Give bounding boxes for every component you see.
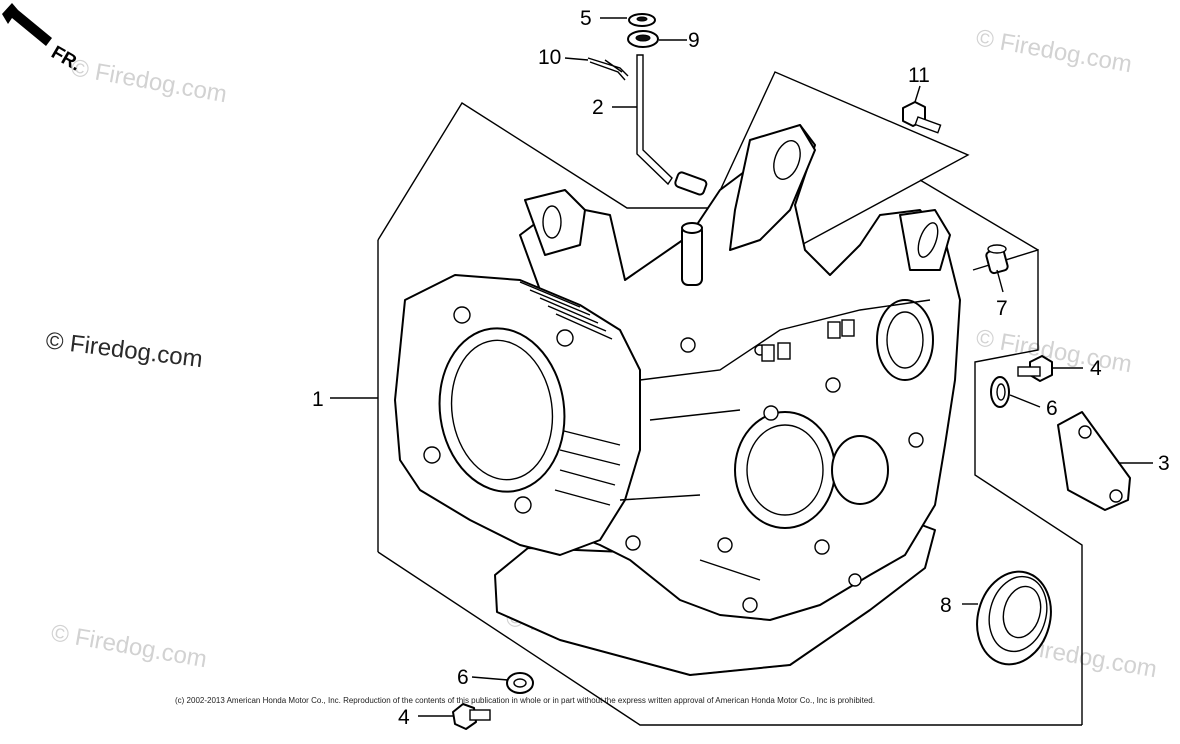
callout-8: 8 [940,594,952,617]
crankcase-cylinder-block [394,124,961,676]
callout-9: 9 [688,29,700,52]
part-5-washer [628,13,656,27]
callout-4-bottom: 4 [398,706,410,729]
part-9-seal [627,30,659,48]
watermark-top-right: © Firedog.com [974,24,1134,78]
part-11-bolt [902,101,942,134]
callout-4-right: 4 [1090,357,1102,380]
part-8-oil-seal [976,570,1052,666]
part-6-washer-bottom [506,672,534,694]
copyright-notice: (c) 2002-2013 American Honda Motor Co., … [175,696,875,705]
part-4-bolt-right [1017,355,1053,382]
part-6-washer-right [990,376,1010,408]
leader-lines [330,17,1153,717]
watermark-bottom-left: © Firedog.com [49,619,209,673]
callout-5: 5 [580,7,592,30]
part-3-cover-plate [1057,411,1131,511]
callout-2: 2 [592,96,604,119]
part-4-bolt-bottom [452,703,491,730]
callout-6-bottom: 6 [457,666,469,689]
watermark-right-mid: © Firedog.com [974,324,1134,378]
callout-7: 7 [996,297,1008,320]
callout-6-right: 6 [1046,397,1058,420]
watermark-prominent: © Firedog.com [44,327,204,373]
callout-1: 1 [312,388,324,411]
part-7-dowel-pin [985,244,1009,275]
callout-11: 11 [908,64,930,87]
part-2-rod [636,54,708,196]
front-direction-arrow: FR. [2,3,85,76]
callouts: 1 2 3 4 4 5 6 6 7 8 9 10 11 [312,7,1170,729]
watermark-top-left: © Firedog.com [69,54,229,108]
callout-3: 3 [1158,452,1170,475]
part-10-clip [587,57,629,81]
callout-10: 10 [538,46,561,69]
